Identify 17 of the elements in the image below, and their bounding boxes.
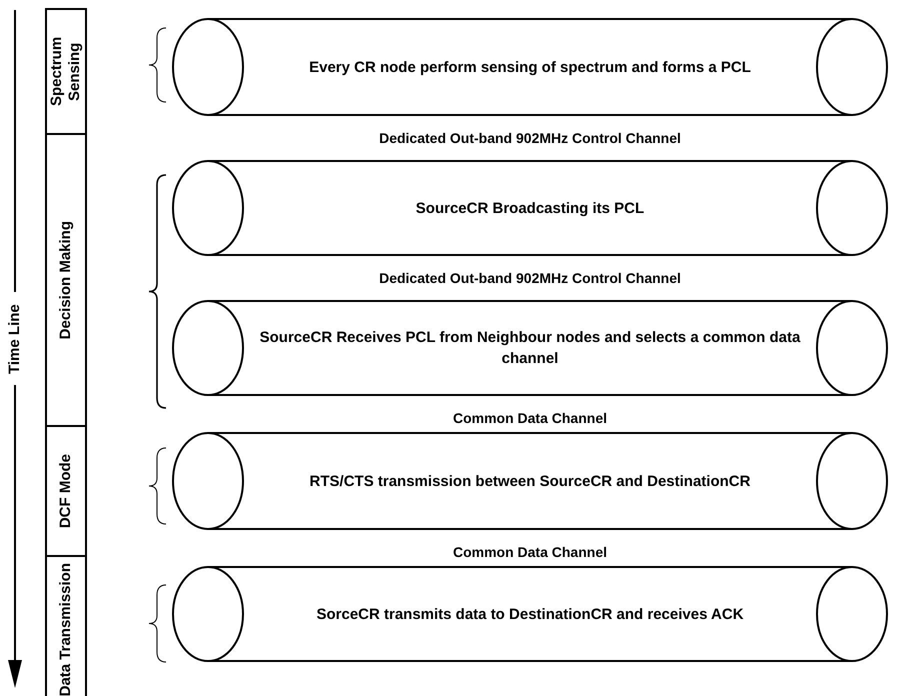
pipe-text: SourceCR Receives PCL from Neighbour nodes and selects a common data channel: [258, 328, 802, 369]
phase-label: Spectrum Sensing: [48, 36, 84, 108]
pipe-text: Every CR node perform sensing of spectrum and forms a PCL: [309, 58, 751, 78]
timeline-label: Time Line: [6, 303, 24, 376]
pipe-text: SorceCR transmits data to DestinationCR and receives ACK: [316, 604, 744, 624]
pipe-text: RTS/CTS transmission between SourceCR and DestinationCR: [310, 472, 750, 492]
channel-label: Common Data Channel: [452, 410, 607, 426]
phase-box: [45, 555, 87, 696]
channel-label: Dedicated Out-band 902MHz Control Channel: [379, 130, 681, 146]
phase-box: [45, 8, 87, 135]
phase-box: [45, 133, 87, 427]
phase-label: DCF Mode: [57, 454, 75, 528]
channel-label: Dedicated Out-band 902MHz Control Channel: [379, 270, 681, 286]
phase-box: [45, 425, 87, 557]
phase-label: Decision Making: [57, 220, 75, 340]
pipe-text: SourceCR Broadcasting its PCL: [416, 198, 644, 218]
channel-label: Common Data Channel: [452, 544, 607, 560]
